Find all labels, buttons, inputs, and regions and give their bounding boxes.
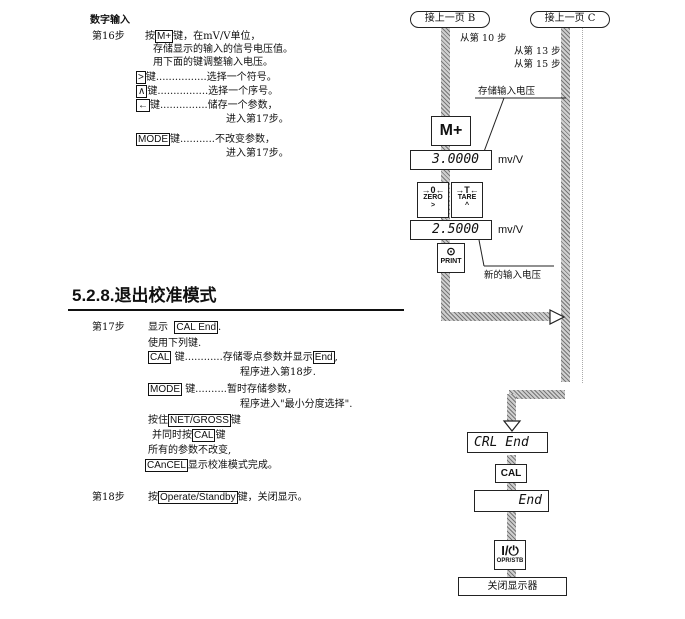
from-step10-text: 从第 10 步	[460, 33, 507, 44]
operate-standby-key-label: Operate/Standby	[158, 491, 238, 504]
print-key[interactable]: ⊙ PRINT	[437, 243, 465, 273]
up-key-label: ∧	[136, 85, 148, 98]
key-row-right: >键................选择一个符号。	[136, 71, 277, 84]
enter-step17-a: 进入第17步。	[226, 114, 289, 125]
right-key-label: >	[136, 71, 146, 84]
key-row-up: ∧键................选择一个序号。	[136, 85, 279, 98]
from-page-c-pill: 接上一页 C	[530, 11, 610, 28]
connector-right-vertical	[561, 24, 570, 382]
mplus-key-label: M+	[155, 30, 174, 43]
connector-cal-end-to-cal	[507, 455, 516, 465]
connector-end-to-oprstb	[507, 512, 516, 540]
diagram-border-dotted	[582, 28, 583, 383]
opr-stb-key[interactable]: I/⏻ OPR/STB	[494, 540, 526, 570]
connector-cal-to-end	[507, 482, 516, 490]
power-icon: I/⏻	[501, 543, 519, 558]
arrow-down-icon	[502, 420, 522, 432]
step16-line2: 存储显示的输入的信号电压值。	[153, 44, 293, 55]
cal-desc2: 程序进入第18步.	[240, 367, 316, 378]
store-voltage-callout: 存储输入电压	[478, 86, 536, 97]
section-title: 5.2.8.退出校准模式	[72, 286, 217, 305]
step18-label: 第18步	[92, 492, 125, 503]
step17-line1: 显示 CAL End.	[148, 321, 222, 334]
section-heading: 数字输入	[90, 15, 130, 26]
cal-key[interactable]: CAL	[495, 464, 527, 483]
mplus-key[interactable]: M+	[431, 116, 471, 146]
end-key-label: End	[312, 351, 335, 364]
connector-down-to-cal-end	[507, 394, 516, 424]
from-page-b-pill: 接上一页 B	[410, 11, 490, 28]
enter-key-label: ←	[136, 99, 150, 112]
print-icon: ⊙	[446, 246, 456, 258]
cal-key-label-2: CAL	[192, 429, 216, 442]
display-cal-end: CRL End	[467, 432, 548, 453]
cancel-key-label: CAnCEL	[145, 459, 188, 472]
unchanged-text: 所有的参数不改变,	[148, 445, 232, 456]
zero-key[interactable]: →0← ZERO >	[417, 182, 449, 218]
use-keys-text: 使用下列键.	[148, 338, 202, 349]
cal-end-label: CAL End	[174, 321, 219, 334]
enter-step17-b: 进入第17步。	[226, 148, 289, 159]
unit-label-2: mv/V	[498, 224, 524, 236]
display-store-voltage: 3.0000	[410, 150, 492, 170]
mode-key-row: MODE 键..........暂时存储参数，	[148, 383, 297, 396]
new-voltage-leader-line	[478, 239, 554, 267]
tare-key[interactable]: →T← TARE ^	[451, 182, 483, 218]
unit-label-1: mv/V	[498, 154, 524, 166]
net-gross-key-label: NET/GROSS	[168, 414, 231, 427]
cal-key-label: CAL	[148, 351, 172, 364]
from-step15-text: 从第 15 步	[514, 59, 561, 70]
zero-icon: →0←	[421, 185, 445, 195]
mode-key-label-2: MODE	[148, 383, 182, 396]
new-voltage-callout: 新的输入电压	[484, 270, 542, 281]
tare-icon: →T←	[455, 185, 479, 195]
connector-oprstb-to-off	[507, 568, 516, 578]
step16-label: 第16步	[92, 31, 125, 42]
title-underline	[68, 309, 404, 311]
off-display-box: 关闭显示器	[458, 577, 567, 596]
connector-bottom-horizontal	[441, 312, 551, 321]
connector-merge-horizontal	[509, 390, 565, 399]
display-end: End	[474, 490, 549, 512]
key-row-enter: ←键...............储存一个参数，	[136, 99, 278, 112]
display-new-voltage: 2.5000	[410, 220, 492, 240]
from-step13-text: 从第 13 步	[514, 46, 561, 57]
mode-key-label: MODE	[136, 133, 170, 146]
step17-label: 第17步	[92, 322, 125, 333]
arrow-right-icon	[549, 309, 566, 325]
mode-desc2: 程序进入"最小分度选择".	[240, 399, 353, 410]
step16-line3: 用下面的键调整输入电压。	[153, 57, 273, 68]
